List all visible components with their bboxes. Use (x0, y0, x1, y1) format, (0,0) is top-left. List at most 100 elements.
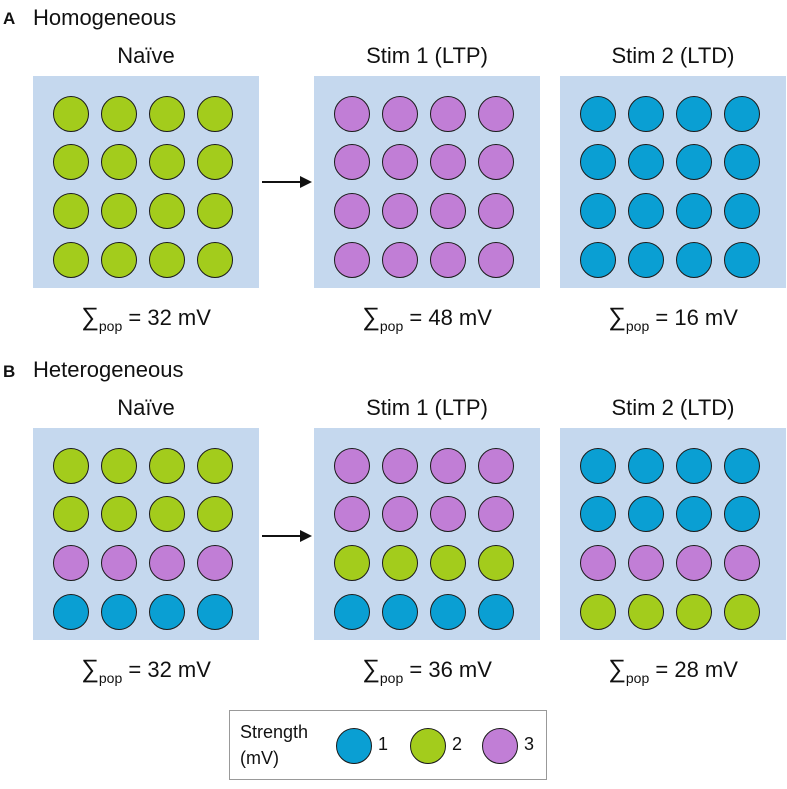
synapse-dot (580, 545, 616, 581)
synapse-dot (580, 496, 616, 532)
sum-value: = 16 mV (655, 305, 738, 330)
synapse-dot (149, 545, 185, 581)
sum-value: = 48 mV (409, 305, 492, 330)
synapse-dot (149, 96, 185, 132)
synapse-dot (101, 594, 137, 630)
section-b-letter: B (3, 362, 16, 381)
synapse-dot (724, 96, 760, 132)
synapse-dot (197, 545, 233, 581)
sum-value: = 28 mV (655, 657, 738, 682)
section-a-panel-1 (33, 76, 259, 288)
section-b-title: Heterogeneous (33, 357, 184, 382)
synapse-dot (430, 96, 466, 132)
synapse-dot (334, 144, 370, 180)
sum-subscript: pop (98, 318, 123, 334)
synapse-dot (149, 193, 185, 229)
synapse-dot (334, 496, 370, 532)
synapse-dot (197, 594, 233, 630)
synapse-dot (334, 594, 370, 630)
synapse-dot (676, 448, 712, 484)
synapse-dot (101, 193, 137, 229)
synapse-dot (382, 242, 418, 278)
synapse-dot (101, 496, 137, 532)
synapse-dot (430, 448, 466, 484)
legend-swatch-strength-3 (482, 728, 518, 764)
synapse-dot (430, 193, 466, 229)
synapse-dot (197, 242, 233, 278)
section-a-panel-3-sum: ∑pop = 16 mV (560, 303, 786, 334)
synapse-dot (53, 242, 89, 278)
section-a-letter: A (3, 9, 16, 28)
section-b-panel-2 (314, 428, 540, 640)
synapse-dot (628, 448, 664, 484)
synapse-dot (478, 594, 514, 630)
sum-value: = 32 mV (128, 657, 211, 682)
synapse-dot (478, 242, 514, 278)
section-b-panel-3-title: Stim 2 (LTD) (611, 395, 735, 420)
synapse-dot (724, 594, 760, 630)
synapse-dot (628, 496, 664, 532)
legend-swatch-strength-1 (336, 728, 372, 764)
synapse-dot (334, 545, 370, 581)
section-b-panel-1-title: Naïve (117, 395, 175, 420)
legend-label-strength-1: 1 (378, 734, 389, 754)
synapse-dot (580, 144, 616, 180)
synapse-dot (676, 96, 712, 132)
synapse-dot (197, 448, 233, 484)
legend-swatch-strength-2 (410, 728, 446, 764)
synapse-dot (724, 496, 760, 532)
synapse-dot (580, 448, 616, 484)
sum-value: = 36 mV (409, 657, 492, 682)
synapse-dot (628, 144, 664, 180)
synapse-dot (478, 545, 514, 581)
synapse-dot (382, 193, 418, 229)
section-a-panel-1-title: Naïve (117, 43, 175, 68)
section-a-panel-2 (314, 76, 540, 288)
synapse-dot (149, 242, 185, 278)
synapse-dot (53, 545, 89, 581)
synapse-dot (334, 242, 370, 278)
synapse-dot (197, 193, 233, 229)
section-b-panel-2-sum: ∑pop = 36 mV (314, 655, 540, 686)
synapse-dot (53, 496, 89, 532)
synapse-dot (580, 193, 616, 229)
synapse-dot (430, 594, 466, 630)
sum-sigma: ∑ (81, 303, 99, 331)
synapse-dot (478, 448, 514, 484)
synapse-dot (53, 144, 89, 180)
synapse-dot (53, 193, 89, 229)
synapse-dot (676, 193, 712, 229)
synapse-dot (149, 594, 185, 630)
synapse-dot (430, 242, 466, 278)
section-b-arrow-icon (262, 530, 312, 542)
section-a-panel-2-title: Stim 1 (LTP) (366, 43, 488, 68)
section-b-panel-3 (560, 428, 786, 640)
synapse-dot (382, 448, 418, 484)
section-b-panel-3-sum: ∑pop = 28 mV (560, 655, 786, 686)
synapse-dot (478, 193, 514, 229)
synapse-dot (676, 242, 712, 278)
synapse-dot (628, 193, 664, 229)
synapse-dot (101, 545, 137, 581)
sum-sigma: ∑ (608, 303, 626, 331)
sum-sigma: ∑ (362, 303, 380, 331)
synapse-dot (53, 448, 89, 484)
sum-subscript: pop (625, 670, 650, 686)
synapse-dot (197, 96, 233, 132)
section-a-panel-1-sum: ∑pop = 32 mV (33, 303, 259, 334)
section-a-title: Homogeneous (33, 5, 177, 30)
synapse-dot (724, 193, 760, 229)
synapse-dot (430, 144, 466, 180)
synapse-dot (478, 496, 514, 532)
sum-sigma: ∑ (608, 655, 626, 683)
synapse-dot (53, 96, 89, 132)
synapse-dot (334, 193, 370, 229)
synapse-dot (628, 96, 664, 132)
section-a-panel-3 (560, 76, 786, 288)
synapse-dot (580, 594, 616, 630)
synapse-dot (334, 96, 370, 132)
synapse-dot (197, 144, 233, 180)
sum-value: = 32 mV (128, 305, 211, 330)
sum-sigma: ∑ (81, 655, 99, 683)
synapse-dot (724, 448, 760, 484)
